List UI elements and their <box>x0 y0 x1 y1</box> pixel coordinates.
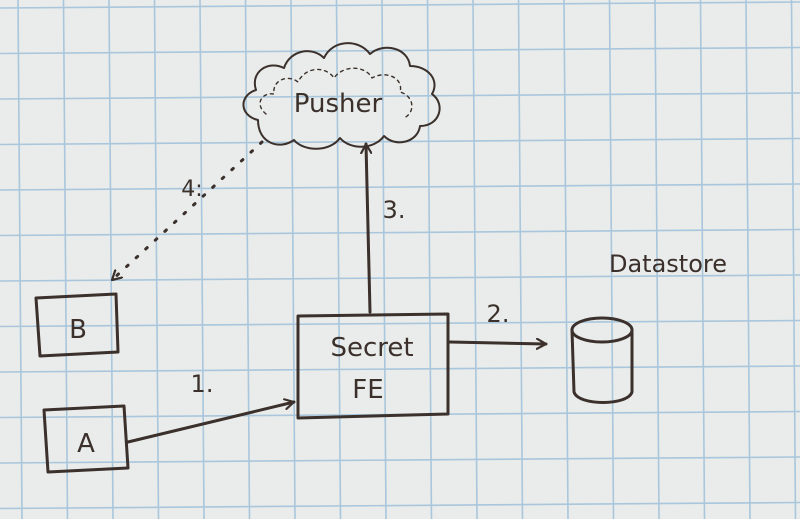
grid-line-vertical <box>699 0 706 519</box>
grid-line-vertical <box>790 0 797 519</box>
grid-line-vertical <box>17 0 23 519</box>
grid-line-horizontal <box>0 228 800 237</box>
edge-a-to-fe-label: 1. <box>191 370 214 398</box>
secret-fe-label-line2: FE <box>352 375 383 405</box>
edge-pusher-to-b-label: 4: <box>181 177 202 202</box>
edge-fe-to-pusher-line <box>366 142 370 314</box>
edge-a-to-fe-line <box>126 402 296 444</box>
grid-line-horizontal <box>0 183 800 191</box>
grid-line-horizontal <box>0 92 800 100</box>
edge-pusher-to-b-line <box>110 140 264 282</box>
pusher-node: Pusher <box>242 42 441 150</box>
grid-line-horizontal <box>0 456 800 464</box>
grid-line-vertical <box>472 0 478 519</box>
edge-fe-to-pusher-label: 3. <box>383 196 406 224</box>
grid-line-vertical <box>199 0 205 519</box>
datastore-node: Datastore <box>570 250 727 404</box>
pusher-label: Pusher <box>294 89 383 119</box>
edge-pusher-to-b: 4: <box>110 140 264 282</box>
box-b-shape <box>34 292 120 358</box>
grid-line-vertical <box>62 0 69 519</box>
secret-fe-label-line1: Secret <box>330 333 413 363</box>
box-b-node: B <box>34 292 120 358</box>
grid-line-vertical <box>608 0 615 519</box>
grid-line-vertical <box>563 0 569 519</box>
box-a-label: A <box>77 429 95 459</box>
pusher-cloud-shape <box>242 42 441 150</box>
edge-fe-to-pusher: 3. <box>366 142 406 314</box>
pusher-cloud-inner-scribble <box>259 67 413 119</box>
grid-line-vertical <box>426 0 433 519</box>
grid-line-horizontal <box>0 365 800 373</box>
datastore-label: Datastore <box>609 250 727 278</box>
grid-line-vertical <box>244 0 251 519</box>
datastore-cylinder-body <box>570 328 634 404</box>
box-a-shape <box>42 404 130 474</box>
grid-line-vertical <box>654 0 660 519</box>
grid-line-horizontal <box>0 274 800 282</box>
grid-line-horizontal <box>0 1 800 9</box>
grid-line-horizontal <box>0 319 800 328</box>
grid-line-vertical <box>290 0 296 519</box>
grid-line-horizontal <box>0 501 800 510</box>
edge-fe-to-datastore-label: 2. <box>487 300 510 328</box>
secret-fe-node: Secret FE <box>296 312 450 420</box>
edge-fe-to-datastore: 2. <box>448 300 548 344</box>
grid-line-vertical <box>108 0 114 519</box>
box-b-label: B <box>69 315 87 345</box>
grid-line-vertical <box>745 0 751 519</box>
edge-a-to-fe: 1. <box>126 370 296 444</box>
grid-line-vertical <box>335 0 342 519</box>
grid-line-vertical <box>153 0 160 519</box>
secret-fe-box <box>296 312 450 420</box>
box-a-node: A <box>42 404 130 474</box>
grid-line-vertical <box>381 0 387 519</box>
grid-line-vertical <box>517 0 524 519</box>
edge-fe-to-datastore-line <box>448 342 548 344</box>
